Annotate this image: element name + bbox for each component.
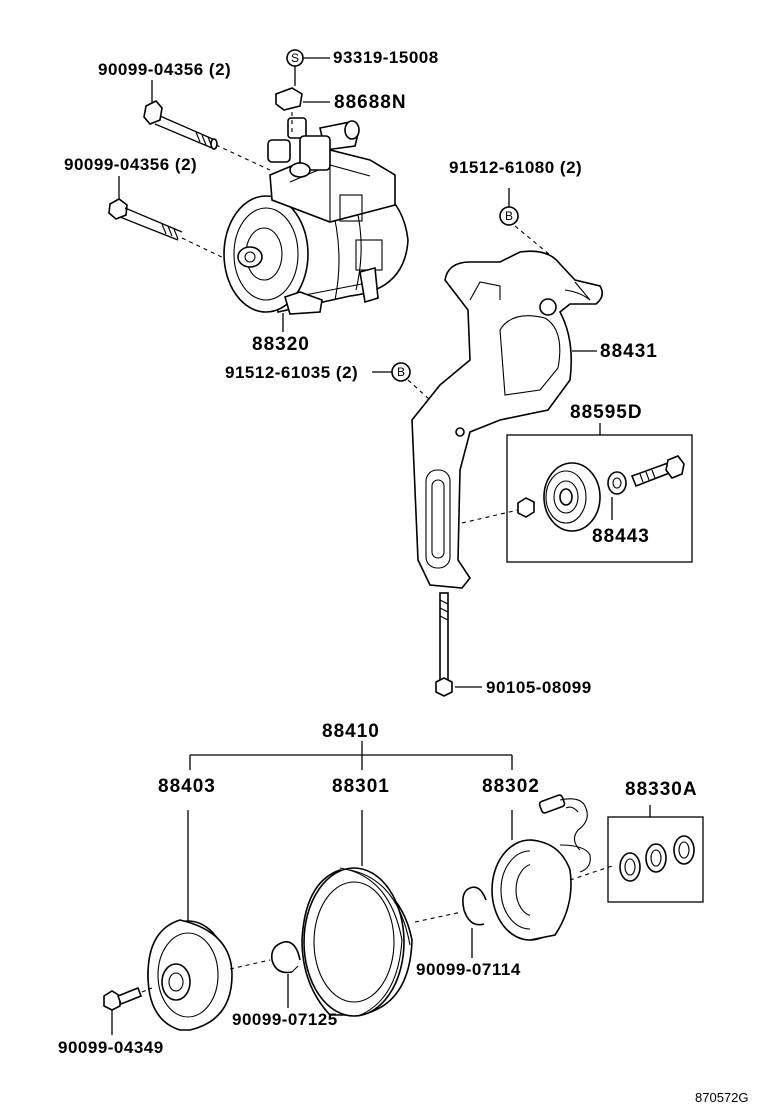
- b-marker-lower: B: [391, 362, 411, 382]
- label-shim-kit: 88330A: [625, 779, 698, 800]
- plug-marker: S: [286, 49, 304, 67]
- snap-ring-2[interactable]: [270, 941, 301, 974]
- stator-coil[interactable]: [491, 794, 591, 941]
- label-bolt-lower: 90099-04356 (2): [64, 155, 197, 174]
- label-idler-kit: 88595D: [570, 402, 643, 423]
- b-marker-lower-letter: B: [397, 365, 405, 379]
- label-clutch-assy: 88410: [322, 721, 380, 742]
- idler-washer[interactable]: [607, 471, 627, 495]
- shim-rings[interactable]: [619, 835, 695, 882]
- label-plate-bolt: 90099-04349: [58, 1038, 164, 1057]
- idler-bolt[interactable]: [630, 455, 685, 488]
- bolt-lower[interactable]: [108, 198, 183, 241]
- label-compressor: 88320: [252, 334, 310, 355]
- idler-pulley[interactable]: [543, 462, 601, 532]
- bracket[interactable]: [411, 250, 604, 589]
- label-plug: 93319-15008: [333, 48, 439, 67]
- valve[interactable]: [275, 87, 303, 111]
- idler-nut[interactable]: [517, 497, 535, 518]
- label-bracket-bolt-lower: 91512-61035 (2): [225, 363, 358, 382]
- plug-marker-letter: S: [291, 51, 299, 65]
- label-bracket-bolt-upper: 91512-61080 (2): [449, 158, 582, 177]
- compressor[interactable]: [223, 117, 409, 315]
- label-snap-ring-2: 90099-07125: [232, 1010, 338, 1029]
- pulley[interactable]: [301, 867, 413, 1017]
- clutch-bracket-lines: [189, 741, 513, 770]
- b-marker-upper: B: [499, 206, 519, 226]
- label-stator: 88302: [482, 776, 540, 797]
- plate-bolt[interactable]: [103, 986, 143, 1011]
- label-bracket: 88431: [600, 341, 658, 362]
- label-snap-ring-1: 90099-07114: [416, 960, 521, 979]
- snap-ring-1[interactable]: [462, 886, 487, 926]
- label-pulley: 88301: [332, 776, 390, 797]
- label-idler: 88443: [592, 526, 650, 547]
- stud-bolt[interactable]: [435, 592, 453, 697]
- figure-reference: 870572G: [695, 1090, 749, 1105]
- label-bolt-upper: 90099-04356 (2): [98, 60, 231, 79]
- bolt-upper[interactable]: [143, 100, 218, 150]
- label-pressure-plate: 88403: [158, 776, 216, 797]
- label-stud-bolt: 90105-08099: [486, 678, 592, 697]
- shim-kit-box: [607, 816, 704, 903]
- label-valve: 88688N: [334, 92, 407, 113]
- pressure-plate[interactable]: [147, 919, 233, 1031]
- b-marker-upper-letter: B: [505, 209, 513, 223]
